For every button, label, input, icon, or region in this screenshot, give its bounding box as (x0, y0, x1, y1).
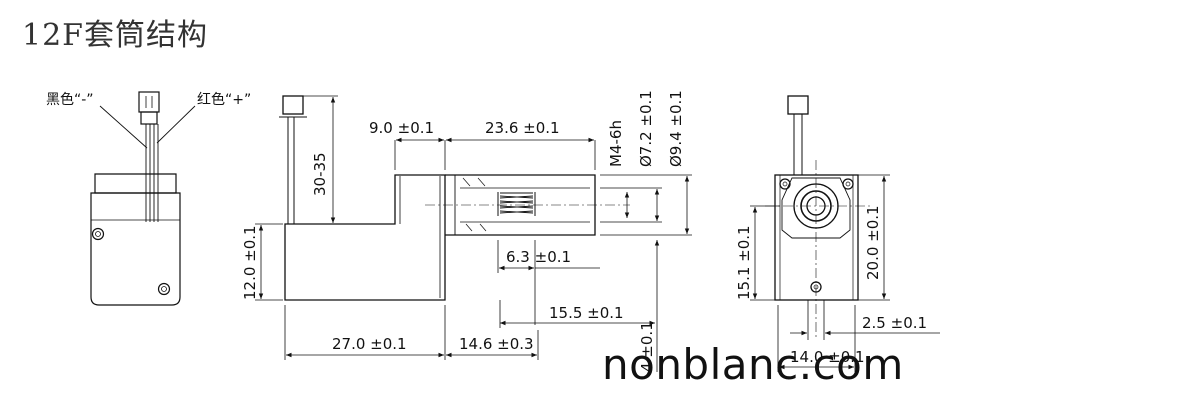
screw-icon (842, 178, 854, 190)
dim-dia-7-2: Ø7.2 ±0.1 (637, 90, 655, 167)
red-wire-leader (156, 105, 196, 144)
page-title: 12F套筒结构 (22, 18, 208, 53)
dim-9-0: 9.0 ±0.1 (369, 119, 434, 137)
dim-4-partial: 4 ±0.1 (638, 321, 656, 372)
side-view-dimensions (255, 95, 692, 372)
connector-housing (138, 91, 160, 113)
dim-15-1: 15.1 ±0.1 (735, 225, 753, 300)
dim-23-6: 23.6 ±0.1 (485, 119, 560, 137)
black-wire-leader (99, 105, 148, 149)
dim-dia-9-4: Ø9.4 ±0.1 (667, 90, 685, 167)
screw-icon (91, 227, 105, 241)
front-view (765, 95, 870, 340)
front-body (774, 174, 859, 301)
plunger-head (787, 95, 809, 115)
dim-14-6: 14.6 ±0.3 (459, 335, 534, 353)
dim-stroke-range: 30-35 (311, 152, 329, 196)
body-outline (90, 192, 181, 306)
dim-2-5: 2.5 ±0.1 (862, 314, 927, 332)
side-view (279, 95, 630, 301)
side-view-dimension-labels: 30-35 9.0 ±0.1 23.6 ±0.1 M4-6h Ø7.2 ±0.1… (241, 90, 685, 372)
watermark: nonblanc.com (602, 340, 904, 389)
screw-icon (157, 282, 171, 296)
dim-27-0: 27.0 ±0.1 (332, 335, 407, 353)
plunger-head (282, 95, 304, 115)
dim-thread: M4-6h (607, 120, 625, 167)
dim-12-0: 12.0 ±0.1 (241, 225, 259, 300)
back-view: 黑色“-” 红色“+” (46, 91, 251, 306)
connector-base (140, 111, 158, 125)
thread-icon (499, 192, 534, 214)
dim-14-0: 14.0 ±0.1 (790, 348, 865, 366)
screw-icon (779, 178, 791, 190)
wire-bundle (145, 124, 159, 222)
dim-20-0: 20.0 ±0.1 (864, 205, 882, 280)
body-top-band (94, 173, 177, 194)
red-wire-label: 红色“+” (197, 91, 251, 108)
front-view-dimension-labels: 15.1 ±0.1 20.0 ±0.1 2.5 ±0.1 14.0 ±0.1 (735, 205, 927, 366)
solenoid-body (284, 174, 446, 301)
front-view-dimensions (750, 174, 940, 372)
dim-15-5: 15.5 ±0.1 (549, 304, 624, 322)
dim-6-3: 6.3 ±0.1 (506, 248, 571, 266)
black-wire-label: 黑色“-” (46, 91, 94, 108)
